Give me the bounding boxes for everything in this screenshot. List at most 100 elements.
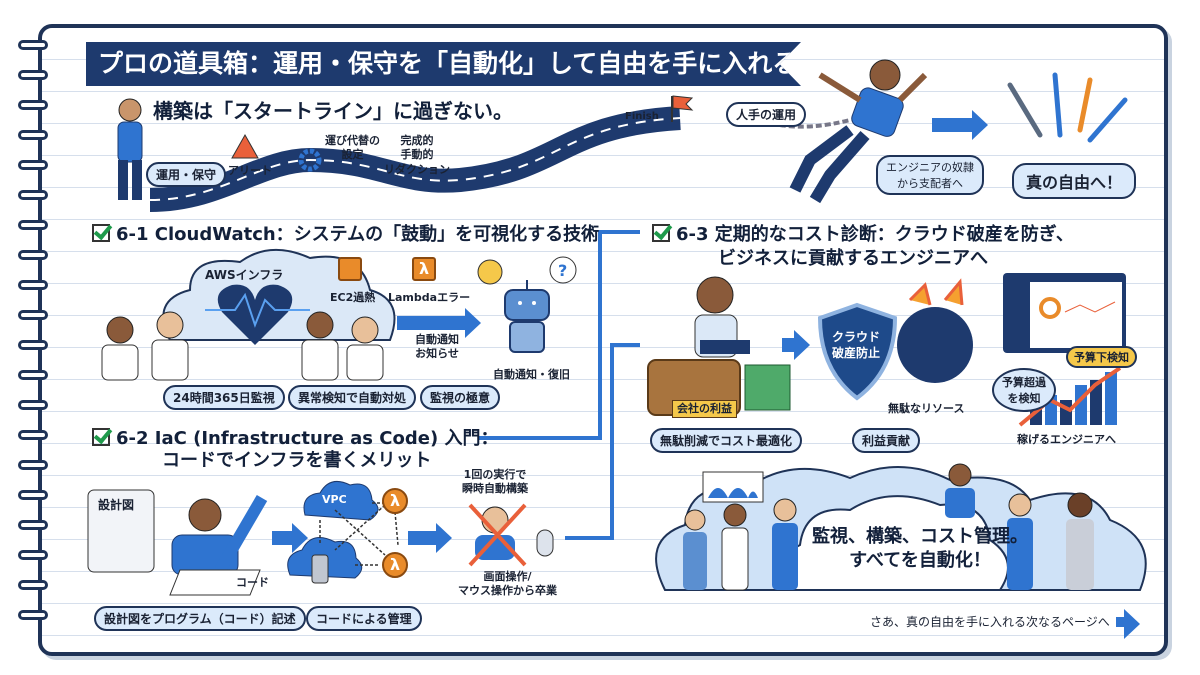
ring (18, 160, 48, 170)
section-6-3-heading: 6-3 定期的なコスト診断：クラウド破産を防ぎ、 (652, 220, 1074, 246)
code-label: コード (236, 576, 269, 589)
ring (18, 130, 48, 140)
person-breaking-chains-icon (779, 59, 928, 204)
lambda-icon: λ (412, 257, 436, 281)
step3-label: 完成的 手動的 リダクション (384, 134, 450, 176)
pill-monitoring-secrets: 監視の極意 (420, 385, 501, 410)
question-icon: ? (558, 261, 567, 280)
waste-monster-icon (897, 278, 973, 383)
finish-label: Finish (625, 111, 659, 122)
road-dashes (149, 117, 681, 201)
aws-infra-label: AWSインフラ (205, 268, 284, 282)
ring (18, 250, 48, 260)
lambda-icon: λ (382, 552, 408, 578)
ring (18, 70, 48, 80)
lambda-icon: λ (382, 488, 408, 514)
robot-icon (504, 280, 550, 353)
section-6-2-subtitle: コードでインフラを書くメリット (162, 450, 432, 471)
bell-icon (477, 259, 503, 285)
lambda-label: Lambdaエラー (388, 291, 471, 304)
automation-message: 監視、構築、コスト管理。 すべてを自動化！ (812, 526, 1028, 572)
alert-icon (231, 133, 259, 159)
ring (18, 220, 48, 230)
connector-line (478, 230, 640, 440)
intro-heading: 構築は「スタートライン」に過ぎない。 (153, 99, 513, 123)
message-cloud (782, 495, 1009, 591)
engineer-writing-icon (169, 494, 268, 596)
donut-chart-icon (1039, 297, 1061, 319)
connector-line (565, 343, 640, 540)
page-title: プロの道具箱：運用・保守を「自動化」して自由を手に入れる (86, 42, 801, 86)
question-bubble-icon (549, 256, 577, 284)
ring (18, 340, 48, 350)
earning-engineer-label: 稼げるエンジニアへ (1017, 433, 1116, 446)
line-chart-icon (1064, 301, 1116, 313)
doctors-icon (101, 311, 384, 381)
vpc-cloud (303, 480, 379, 521)
alert-label: アリート (228, 164, 272, 177)
arrow-right-icon (397, 308, 481, 338)
ring (18, 400, 48, 410)
checkbox-icon (92, 224, 110, 242)
ec2-label: EC2過熱 (330, 291, 376, 304)
ring (18, 40, 48, 50)
arrow-right-icon (782, 330, 810, 360)
arrow-right-icon (272, 523, 308, 553)
gear-icon (298, 148, 322, 172)
checkbox-icon (652, 224, 670, 242)
section-6-1-heading: 6-1 CloudWatch：システムの「鼓動」を可視化する技術 (92, 220, 599, 246)
waste-resources-label: 無駄なリソース (888, 402, 965, 415)
robot-label: 自動通知・復旧 (493, 368, 570, 381)
ring (18, 580, 48, 590)
tools-icon (1007, 72, 1128, 143)
ring (18, 310, 48, 320)
ring (18, 460, 48, 470)
team-members-icon (683, 463, 1094, 591)
pill-code-blueprint: 設計図をプログラム（コード）記述 (94, 606, 306, 631)
ring (18, 190, 48, 200)
section-6-2-heading: 6-2 IaC (Infrastructure as Code) 入門： (92, 424, 498, 450)
section-6-1-title: 6-1 CloudWatch：システムの「鼓動」を可視化する技術 (116, 224, 600, 245)
ring (18, 550, 48, 560)
blueprint-scroll (87, 489, 155, 573)
flag-icon (672, 95, 694, 111)
graduate-label: 画面操作/ マウス操作から卒業 (458, 570, 557, 598)
pill-cost-optimization: 無駄削減でコスト最適化 (650, 428, 803, 453)
budget-under-badge: 予算下検知 (1066, 346, 1137, 368)
manual-ops-pill: 人手の運用 (726, 102, 807, 127)
blueprint-label: 設計図 (98, 498, 135, 512)
section-6-3-subtitle: ビジネスに貢献するエンジニアへ (718, 248, 988, 269)
shield-label: クラウド 破産防止 (832, 330, 881, 360)
person-crossed-icon (468, 503, 527, 567)
ring (18, 100, 48, 110)
pill-24h-monitoring: 24時間365日監視 (163, 385, 285, 410)
checkbox-icon (92, 428, 110, 446)
budget-over-bubble: 予算超過 を検知 (992, 368, 1056, 412)
ring (18, 370, 48, 380)
heart-icon (217, 284, 293, 345)
ring (18, 430, 48, 440)
heartbeat-line (205, 292, 310, 328)
ring (18, 610, 48, 620)
ring (18, 280, 48, 290)
auto-notify-label: 自動通知 お知らせ (415, 333, 459, 361)
pill-profit-contribution: 利益貢献 (852, 428, 921, 453)
ops-maintenance-pill: 運用・保守 (146, 162, 227, 187)
next-arrow-icon[interactable] (1116, 609, 1140, 639)
next-page-link[interactable]: さあ、真の自由を手に入れる次なるページへ (870, 615, 1110, 629)
company-profit-label: 会社の利益 (672, 400, 737, 419)
person-walking-icon (117, 98, 143, 200)
businessman-on-chest-icon (647, 276, 791, 416)
ring (18, 490, 48, 500)
shield-icon (817, 302, 898, 401)
true-freedom-bubble: 真の自由へ！ (1012, 163, 1137, 199)
slave-to-master-bubble: エンジニアの奴隷 から支配者へ (876, 155, 984, 195)
step2-label: 運び代替の 設定 (325, 134, 380, 162)
section-6-3-title: 6-3 定期的なコスト診断：クラウド破産を防ぎ、 (676, 224, 1074, 245)
database-icon (311, 554, 329, 584)
arrow-right-icon (408, 523, 452, 553)
instant-build-label: 1回の実行で 瞬時自動構築 (462, 468, 528, 496)
arrow-right-icon (932, 110, 988, 140)
pill-code-management: コードによる管理 (306, 606, 422, 631)
